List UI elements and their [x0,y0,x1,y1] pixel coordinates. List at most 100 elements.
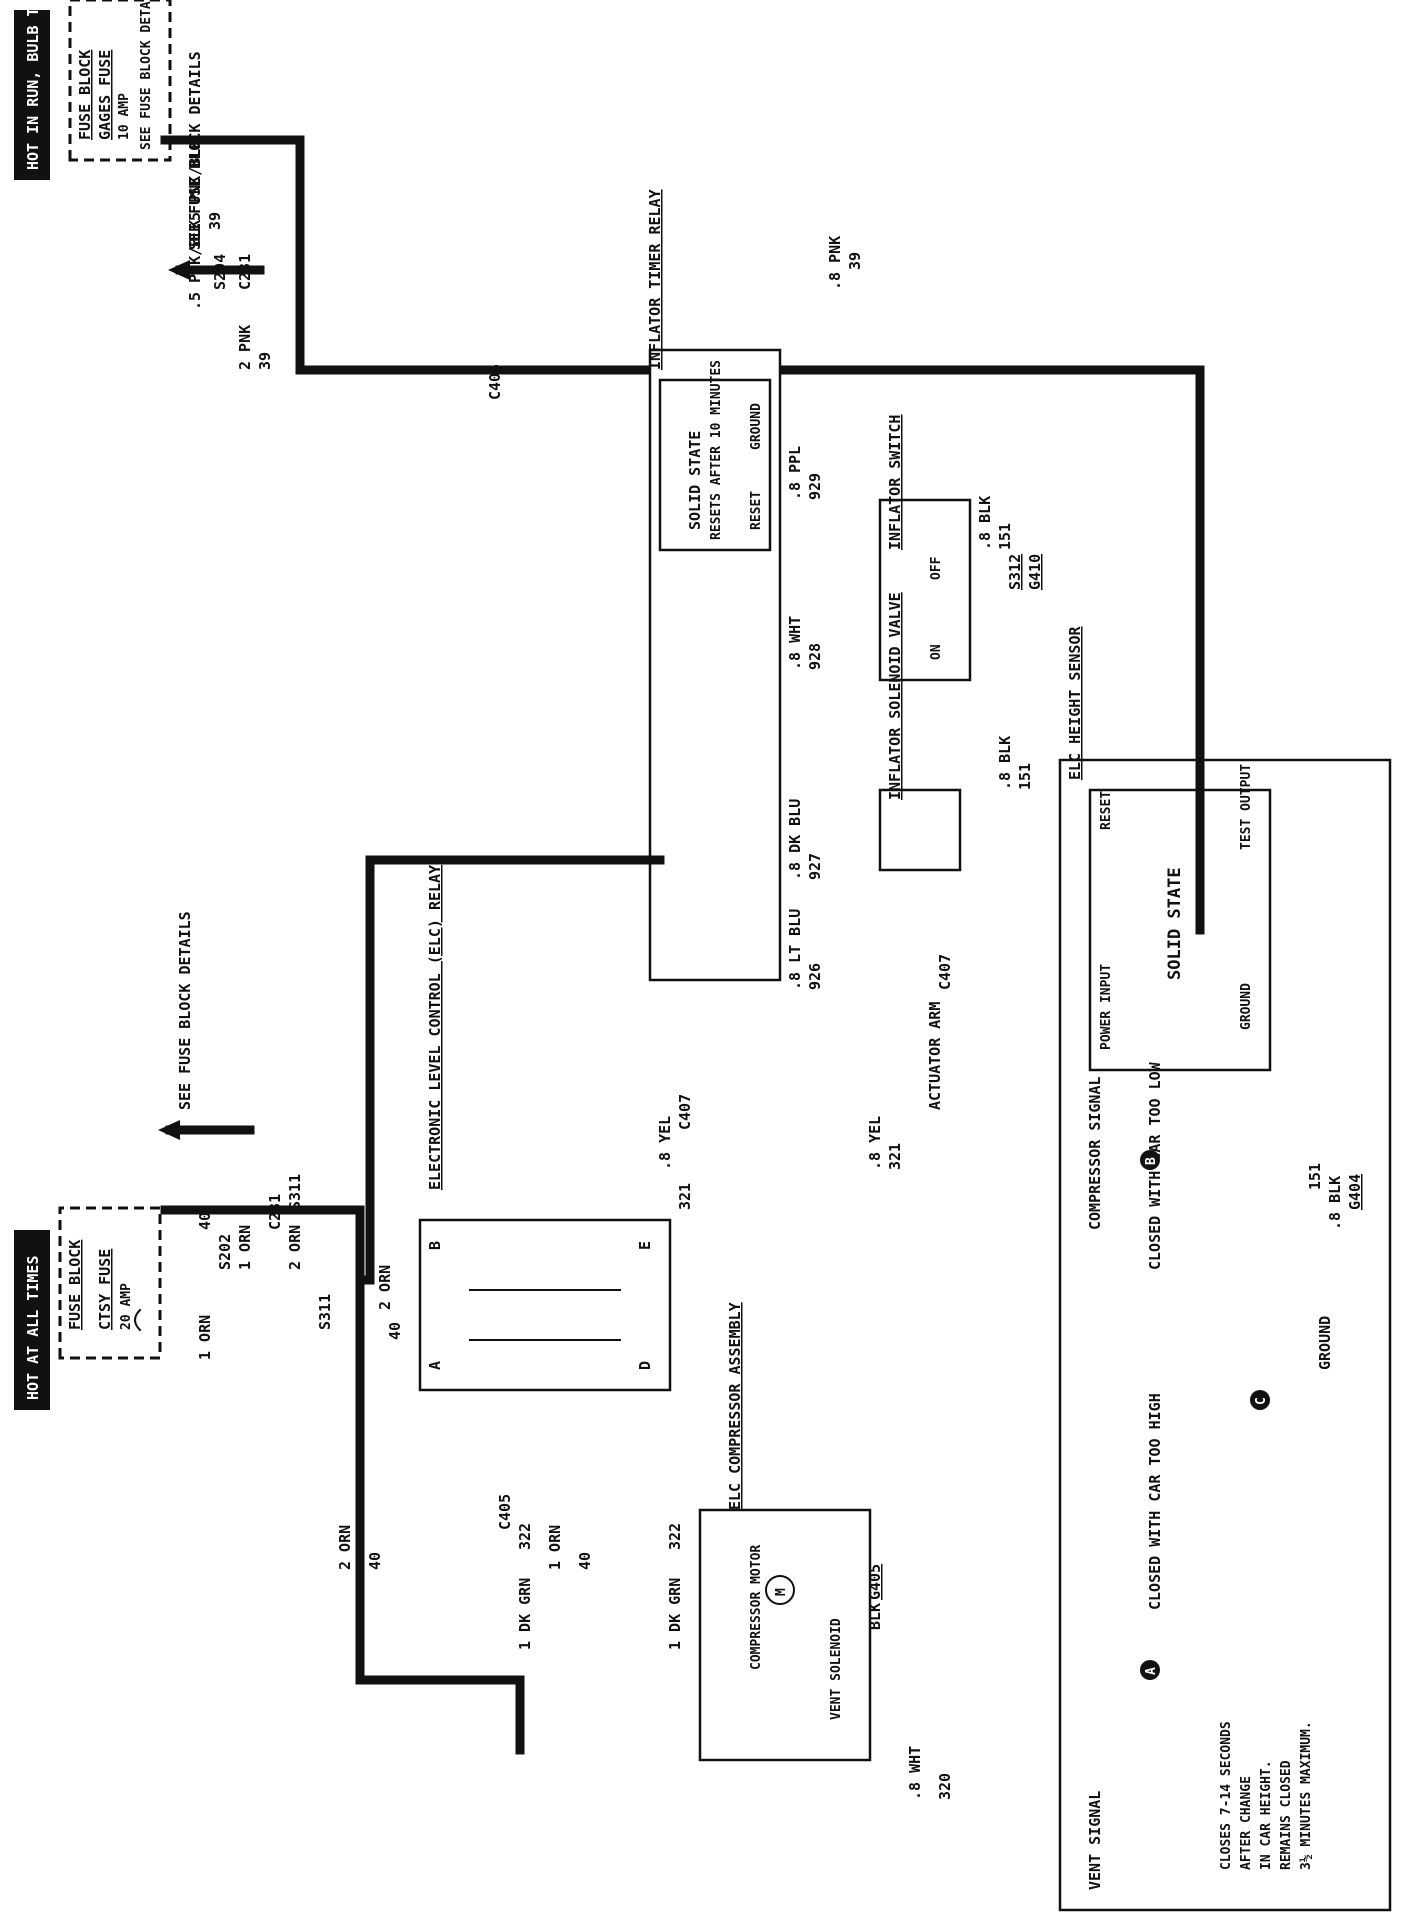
see-fuse-arrow-2-head [168,260,190,280]
closes-note-3: REMAINS CLOSED [1279,1760,1294,1870]
gages-fuse-rating: 10 AMP [117,93,132,140]
elc-relay-title: ELECTRONIC LEVEL CONTROL (ELC) RELAY [426,865,444,1190]
closes-note-2: IN CAR HEIGHT. [1259,1760,1274,1870]
wire-label-8dkblu: .8 DK BLU [786,799,804,880]
wire-label-8ltblu: .8 LT BLU [786,909,804,990]
wire-label-320: 320 [936,1773,954,1800]
height-sensor-compressor-signal: COMPRESSOR SIGNAL [1086,1076,1104,1230]
connector-c231-top: C231 [236,254,254,290]
splice-s311-b: S311 [316,1294,334,1330]
compressor-motor-icon [765,1575,795,1605]
wire-label-926: 926 [806,963,824,990]
elc-relay-pin-d: D [636,1361,654,1370]
inflator-switch-on: ON [929,644,944,660]
elc-height-sensor-title: ELC HEIGHT SENSOR [1066,626,1084,780]
ctsy-fuse-rating: 20 AMP [119,1283,134,1330]
splice-s202: S202 [216,1234,234,1270]
wire-label-39-a: 39 [206,212,224,230]
inflator-valve-title: INFLATOR SOLENOID VALVE [886,592,904,800]
wire-pink-feed [160,135,1205,375]
wire-label-5pnk-a: .5 PNK/BLK [186,140,204,230]
wire-label-321-b: 321 [886,1143,904,1170]
wire-label-927: 927 [806,853,824,880]
wire-label-322-b: 322 [666,1523,684,1550]
wire-label-2orn-c: 2 ORN [336,1525,354,1570]
elc-relay-pin-a: A [426,1361,444,1370]
wire-label-40-a: 40 [196,1212,214,1230]
connector-c405-bottom: C405 [496,1494,514,1530]
wire-label-929: 929 [806,473,824,500]
elc-relay-contacts [469,1289,621,1341]
inflator-ground-label: GROUND [749,403,764,450]
wire-label-2orn-b: 2 ORN [376,1265,394,1310]
wire-label-40-c: 40 [366,1552,384,1570]
actuator-arm-label: ACTUATOR ARM [926,1002,944,1110]
wire-label-8wht-b: .8 WHT [786,616,804,670]
wire-label-8wht: .8 WHT [906,1746,924,1800]
closes-note-4: 3½ MINUTES MAXIMUM. [1299,1721,1314,1870]
wire-label-928: 928 [806,643,824,670]
connector-c407-left: C407 [676,1094,694,1130]
closed-car-too-high: CLOSED WITH CAR TOO HIGH [1146,1393,1164,1610]
compressor-motor-label: COMPRESSOR MOTOR [749,1545,764,1670]
inflator-reset-label: RESET [749,491,764,530]
wire-label-151-a: 151 [996,523,1014,550]
wire-label-8pnk: .8 PNK [826,236,844,290]
hot-in-run-banner [14,10,50,180]
wire-label-1orn-a: 1 ORN [196,1315,214,1360]
badge-a-text: A [1144,1667,1159,1675]
inflator-timer-relay-title: INFLATOR TIMER RELAY [646,189,664,370]
ground-g410: G410 [1026,554,1044,590]
badge-b-text: B [1144,1157,1159,1165]
connector-c405-top: C405 [486,364,504,400]
inflator-switch-box [878,498,972,682]
hot-at-all-times-banner [14,1230,50,1410]
connector-c231-left: C231 [266,1194,284,1230]
wire-label-8yel-a: .8 YEL [656,1116,674,1170]
elc-relay-pin-e: E [636,1241,654,1250]
wire-label-8ppl: .8 PPL [786,446,804,500]
gages-fuse-note: SEE FUSE BLOCK DETAILS [139,0,154,150]
ground-g404: G404 [1346,1174,1364,1210]
wire-label-2pnk: 2 PNK [236,325,254,370]
ground-g405: G405 [866,1564,884,1600]
wire-label-1orn-b: 1 ORN [236,1225,254,1270]
badge-c-text: C [1254,1397,1269,1405]
fuse-block-left-title: FUSE BLOCK [66,1240,84,1330]
wire-label-8blk-a: .8 BLK [976,496,994,550]
wire-label-321-a: 321 [676,1183,694,1210]
badge-c [1250,1390,1270,1410]
gages-fuse-label: GAGES FUSE [96,50,114,140]
fuse-block-right [68,0,172,162]
wire-label-151-b: 151 [1016,763,1034,790]
inflator-valve-box [878,788,962,872]
wire-label-1dkgrn-b: 1 DK GRN [666,1578,684,1650]
closes-note-1: AFTER CHANGE [1239,1776,1254,1870]
fuse-block-right-title: FUSE BLOCK [76,50,94,140]
height-sensor-solid-state-label: SOLID STATE [1165,867,1185,980]
splice-s312: S312 [1006,554,1024,590]
splice-s204: S204 [211,254,229,290]
wire-label-8blk-c: .8 BLK [1326,1176,1344,1230]
wire-label-39-c: 39 [846,252,864,270]
closes-note-0: CLOSES 7-14 SECONDS [1219,1721,1234,1870]
see-fuse-details-2: SEE FUSE BLOCK DETAILS [186,51,204,250]
height-sensor-solid-state [1088,788,1272,1072]
height-sensor-power-input: POWER INPUT [1099,964,1114,1050]
see-fuse-details-1: SEE FUSE BLOCK DETAILS [176,911,194,1110]
wire-label-5pnk-b: .5 PNK/BLK [186,220,204,310]
height-sensor-ground-label: GROUND [1316,1316,1334,1370]
inflator-switch-off: OFF [929,556,944,580]
compressor-motor-symbol: M [774,1588,789,1596]
wire-label-8blk-b: .8 BLK [996,736,1014,790]
elc-relay-box [418,1218,672,1392]
wire-label-151-c: 151 [1306,1163,1324,1190]
wire-label-8yel-b: .8 YEL [866,1116,884,1170]
compressor-box [698,1508,872,1762]
hot-in-run-text: HOT IN RUN, BULB TEST OR START [24,0,42,170]
hot-at-all-times-text: HOT AT ALL TIMES [24,1256,42,1401]
height-sensor-ground: GROUND [1239,983,1254,1030]
badge-a [1140,1660,1160,1680]
